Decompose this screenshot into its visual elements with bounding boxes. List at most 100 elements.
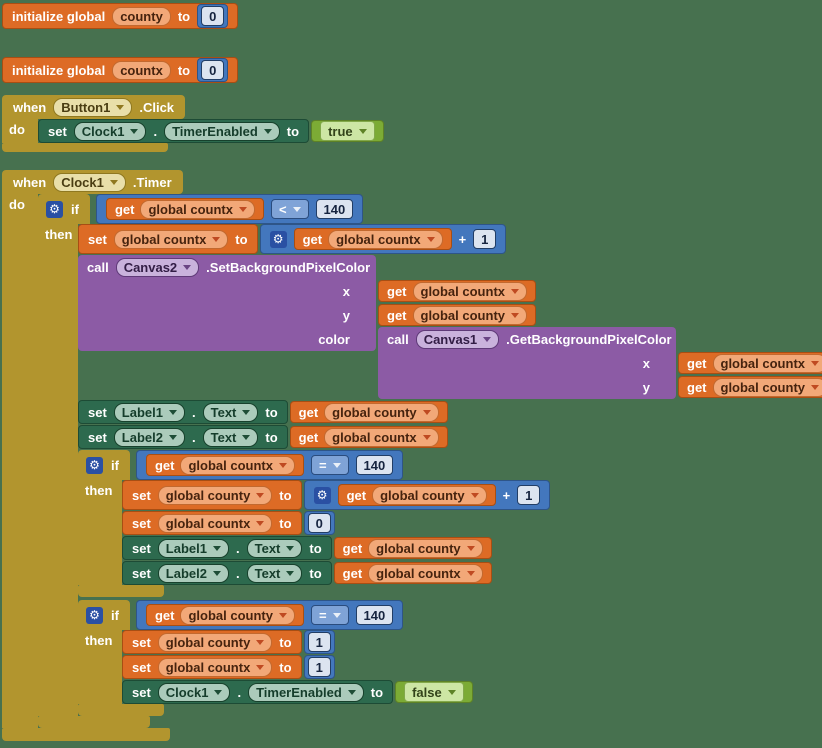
variable-dropdown[interactable]: global county xyxy=(324,402,439,422)
math-add-block[interactable]: ⚙ get global countx + 1 xyxy=(259,224,507,254)
component-dropdown[interactable]: Clock1 xyxy=(73,121,147,141)
number-block[interactable]: 1 xyxy=(303,655,335,679)
variable-dropdown[interactable]: global county xyxy=(412,305,527,325)
if-block-2[interactable]: ⚙ if get global countx = 140 xyxy=(78,450,822,597)
variable-dropdown[interactable]: global countx xyxy=(328,229,443,249)
mutator-gear-icon[interactable]: ⚙ xyxy=(86,456,103,474)
event-header[interactable]: when Clock1 .Timer xyxy=(2,170,183,194)
get-variable-block[interactable]: get global countx xyxy=(105,198,264,220)
set-label2-text-block[interactable]: set Label2 . Text to xyxy=(78,425,288,449)
if-header[interactable]: ⚙ if xyxy=(78,600,130,630)
mutator-gear-icon[interactable]: ⚙ xyxy=(46,200,63,218)
variable-dropdown[interactable]: global county xyxy=(157,485,273,505)
call-canvas2-setbackgroundpixelcolor-block[interactable]: call Canvas2 .SetBackgroundPixelColor x … xyxy=(78,255,822,399)
get-variable-block[interactable]: get global countx xyxy=(333,562,492,584)
method-header[interactable]: call Canvas2 .SetBackgroundPixelColor xyxy=(78,255,376,279)
set-global-county-block[interactable]: set global county to xyxy=(122,630,302,654)
operator-dropdown[interactable]: = xyxy=(310,605,349,625)
mutator-gear-icon[interactable]: ⚙ xyxy=(86,606,103,624)
get-variable-block[interactable]: get global county xyxy=(145,604,304,626)
when-button1-click-block[interactable]: when Button1 .Click do set Clock1 . Time… xyxy=(2,95,384,152)
property-dropdown[interactable]: TimerEnabled xyxy=(248,682,364,702)
number-block[interactable]: 1 xyxy=(303,630,335,654)
if-block-1[interactable]: ⚙ if get global countx < 140 then xyxy=(38,194,822,728)
operator-dropdown[interactable]: < xyxy=(270,199,309,219)
number-input[interactable]: 0 xyxy=(201,60,225,80)
get-variable-block[interactable]: get global county xyxy=(337,484,496,506)
if-header[interactable]: ⚙ if xyxy=(78,450,130,480)
logic-false-block[interactable]: false xyxy=(395,681,473,703)
variable-dropdown[interactable]: global county xyxy=(368,538,483,558)
number-input[interactable]: 1 xyxy=(307,657,331,677)
component-dropdown[interactable]: Label1 xyxy=(113,402,185,422)
variable-dropdown[interactable]: global county xyxy=(157,632,273,652)
logic-true-block[interactable]: true xyxy=(311,120,384,142)
operator-dropdown[interactable]: = xyxy=(310,455,349,475)
component-dropdown[interactable]: Button1 xyxy=(53,97,133,117)
component-dropdown[interactable]: Clock1 xyxy=(53,172,126,192)
variable-dropdown[interactable]: global county xyxy=(180,605,295,625)
set-label2-text-block[interactable]: set Label2 . Text to xyxy=(122,561,332,585)
math-add-block[interactable]: ⚙ get global county + 1 xyxy=(303,480,551,510)
get-variable-block[interactable]: get global countx xyxy=(145,454,304,476)
logic-dropdown[interactable]: true xyxy=(320,121,375,141)
get-variable-block[interactable]: get global county xyxy=(333,537,492,559)
variable-dropdown[interactable]: global countx xyxy=(180,455,295,475)
comparison-countx-lt-140[interactable]: get global countx < 140 xyxy=(95,194,364,224)
get-variable-block[interactable]: get global county xyxy=(289,401,448,423)
component-dropdown[interactable]: Label2 xyxy=(113,427,185,447)
init-global-countx-block[interactable]: initialize global countx to 0 xyxy=(2,57,239,83)
set-global-countx-block[interactable]: set global countx to xyxy=(78,224,258,254)
number-block[interactable]: 0 xyxy=(197,58,229,82)
comparison-countx-eq-140[interactable]: get global countx = 140 xyxy=(135,450,404,480)
variable-dropdown[interactable]: global countx xyxy=(140,199,255,219)
mutator-gear-icon[interactable]: ⚙ xyxy=(269,230,287,248)
get-variable-block[interactable]: get global countx xyxy=(289,426,448,448)
mutator-gear-icon[interactable]: ⚙ xyxy=(313,486,331,504)
variable-dropdown[interactable]: global countx xyxy=(113,229,229,249)
property-dropdown[interactable]: Text xyxy=(246,538,303,558)
call-canvas1-getbackgroundpixelcolor-block[interactable]: call Canvas1 .GetBackgroundPixelColor x xyxy=(378,327,822,399)
variable-dropdown[interactable]: global county xyxy=(712,377,822,397)
variable-name-field[interactable]: county xyxy=(112,6,171,26)
component-dropdown[interactable]: Canvas1 xyxy=(415,329,500,349)
property-dropdown[interactable]: TimerEnabled xyxy=(164,121,280,141)
component-dropdown[interactable]: Label2 xyxy=(157,563,229,583)
variable-dropdown[interactable]: global countx xyxy=(412,281,527,301)
set-clock1-timerenabled-block[interactable]: set Clock1 . TimerEnabled to xyxy=(38,119,310,143)
number-block[interactable]: 0 xyxy=(197,4,229,28)
set-label1-text-block[interactable]: set Label1 . Text to xyxy=(122,536,332,560)
variable-dropdown[interactable]: global countx xyxy=(712,353,822,373)
variable-dropdown[interactable]: global countx xyxy=(157,513,273,533)
init-global-county-block[interactable]: initialize global county to 0 xyxy=(2,3,239,29)
comparison-county-eq-140[interactable]: get global county = 140 xyxy=(135,600,404,630)
when-clock1-timer-block[interactable]: when Clock1 .Timer do ⚙ if get gl xyxy=(2,170,822,741)
number-input[interactable]: 1 xyxy=(517,485,541,505)
number-input[interactable]: 0 xyxy=(201,6,225,26)
component-dropdown[interactable]: Canvas2 xyxy=(115,257,200,277)
number-input[interactable]: 140 xyxy=(355,455,394,475)
if-header[interactable]: ⚙ if xyxy=(38,194,90,224)
number-input[interactable]: 0 xyxy=(307,513,331,533)
logic-dropdown[interactable]: false xyxy=(404,682,464,702)
property-dropdown[interactable]: Text xyxy=(202,402,259,422)
set-global-countx-block[interactable]: set global countx to xyxy=(122,655,302,679)
variable-dropdown[interactable]: global countx xyxy=(324,427,439,447)
get-variable-block[interactable]: get global countx xyxy=(378,280,536,302)
number-block[interactable]: 0 xyxy=(303,511,335,535)
get-variable-block[interactable]: get global countx xyxy=(293,228,452,250)
event-header[interactable]: when Button1 .Click xyxy=(2,95,186,119)
component-dropdown[interactable]: Clock1 xyxy=(157,682,231,702)
set-clock1-timerenabled-block[interactable]: set Clock1 . TimerEnabled to xyxy=(122,680,394,704)
get-variable-block[interactable]: get global countx xyxy=(678,352,822,374)
if-block-3[interactable]: ⚙ if get global county = 140 xyxy=(78,600,822,716)
method-header[interactable]: call Canvas1 .GetBackgroundPixelColor xyxy=(378,327,676,351)
variable-dropdown[interactable]: global countx xyxy=(157,657,273,677)
get-variable-block[interactable]: get global county xyxy=(678,376,822,398)
number-input[interactable]: 140 xyxy=(315,199,354,219)
get-variable-block[interactable]: get global county xyxy=(378,304,536,326)
number-input[interactable]: 1 xyxy=(307,632,331,652)
variable-dropdown[interactable]: global county xyxy=(372,485,487,505)
set-label1-text-block[interactable]: set Label1 . Text to xyxy=(78,400,288,424)
